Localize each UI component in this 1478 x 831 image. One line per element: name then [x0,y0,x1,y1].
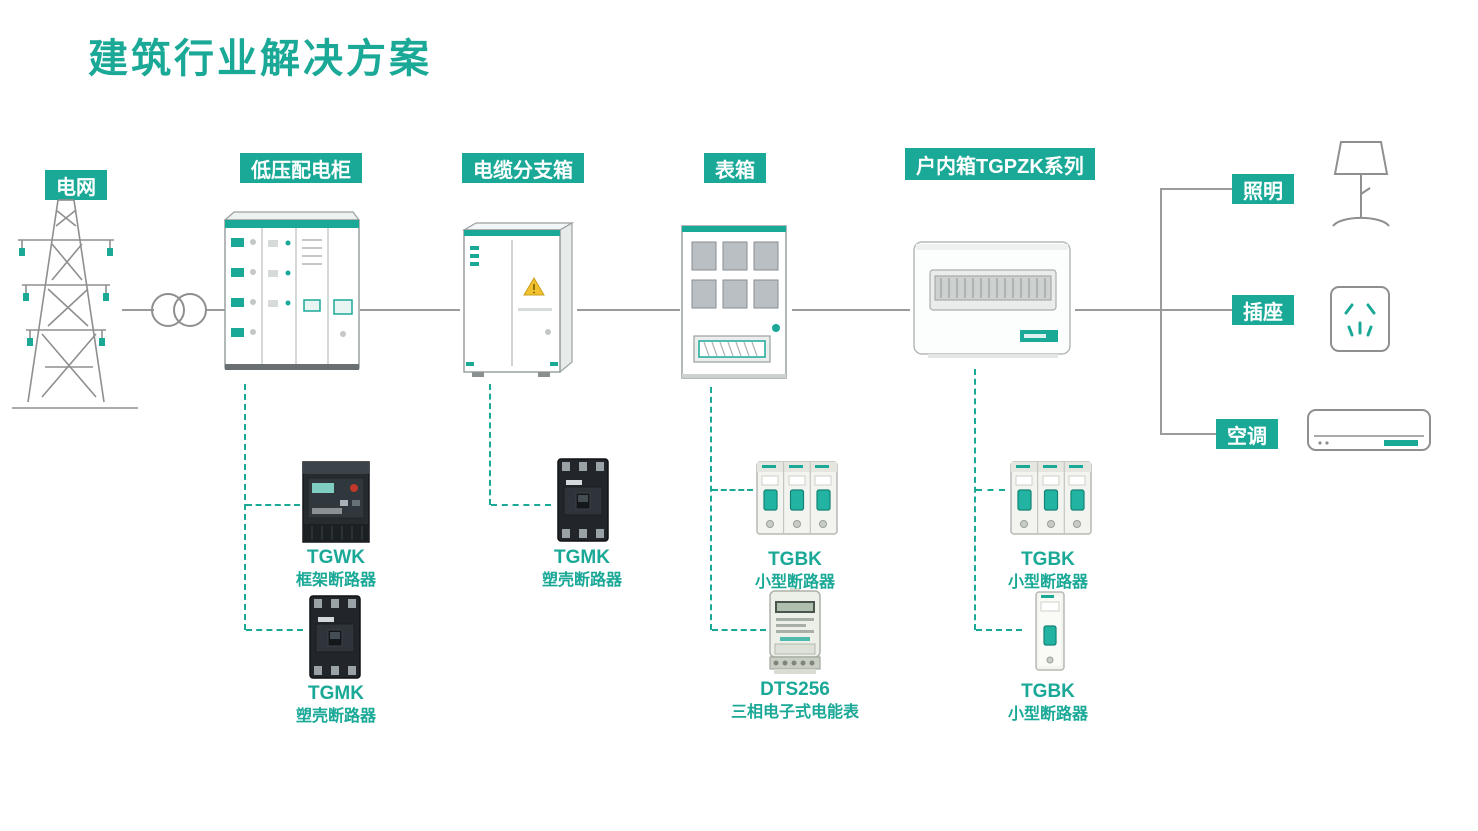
dashed-meterbox-products [710,387,712,630]
dashed-meterbox-mcb [712,489,753,491]
lighting-label: 照明 [1232,174,1294,204]
product-name: 小型断路器 [1007,574,1088,591]
cable-branch-box-label: 电缆分支箱 [462,153,584,183]
load-bus-line [1160,188,1162,434]
energy-meter-product-image [769,588,821,674]
dashed-branchbox-mccb [491,504,551,506]
connector-bus-lighting [1160,188,1232,190]
acb-product-image [302,461,370,543]
dashed-cabinet-mccb [246,629,303,631]
dashed-meterbox-meter [712,629,766,631]
product-name: 塑壳断路器 [541,572,622,589]
mcb-3pole-product-image [1010,461,1092,535]
dashed-indoorbox-products [974,369,976,630]
product-label-tgmk-2: TGMK 塑壳断路器 [512,546,652,592]
product-model: TGMK [308,683,364,704]
dashed-indoorbox-mcb1 [976,629,1022,631]
product-model: DTS256 [760,679,830,700]
product-model: TGBK [1021,681,1075,702]
product-model: TGBK [1021,549,1075,570]
product-name: 三相电子式电能表 [730,704,859,721]
product-model: TGWK [306,547,366,568]
lv-cabinet-illustration [223,211,361,370]
connector-cabinet-branchbox [360,309,460,311]
product-label-dts256: DTS256 三相电子式电能表 [715,678,875,724]
grid-label: 电网 [45,170,107,200]
socket-icon [1330,286,1390,352]
product-model: TGBK [768,549,822,570]
connector-indoorbox-bus [1075,309,1162,311]
product-model: TGMK [554,547,610,568]
indoor-box-illustration [913,241,1071,358]
connector-meterbox-indoorbox [792,309,910,311]
indoor-box-label: 户内箱TGPZK系列 [905,148,1095,180]
dashed-cabinet-products [244,384,246,630]
air-conditioner-label: 空调 [1216,419,1278,449]
meter-box-illustration [681,225,787,379]
product-name: 小型断路器 [754,574,835,591]
dashed-indoorbox-mcb3 [976,489,1005,491]
socket-label: 插座 [1232,295,1294,325]
transmission-tower-icon [12,199,138,409]
dashed-branchbox-products [489,384,491,505]
product-label-tgbk-3: TGBK 小型断路器 [978,680,1118,726]
product-label-tgmk-1: TGMK 塑壳断路器 [266,682,406,728]
product-label-tgbk-2: TGBK 小型断路器 [978,548,1118,594]
transformer-icon [151,293,207,327]
cable-branch-box-illustration [461,221,575,377]
connector-branchbox-meterbox [577,309,680,311]
meter-box-label: 表箱 [704,153,766,183]
page-title: 建筑行业解决方案 [88,37,432,81]
mcb-3pole-product-image [756,461,838,535]
lv-cabinet-label: 低压配电柜 [240,153,362,183]
product-name: 框架断路器 [295,572,376,589]
connector-bus-ac [1160,433,1216,435]
connector-grid-transformer [122,309,154,311]
lamp-icon [1332,141,1390,227]
mccb-product-image [309,595,361,679]
mccb-product-image [557,458,609,542]
air-conditioner-icon [1307,409,1431,451]
connector-transformer-cabinet [206,309,226,311]
mcb-1pole-product-image [1035,591,1065,671]
product-name: 小型断路器 [1007,706,1088,723]
product-name: 塑壳断路器 [295,708,376,725]
product-label-tgwk: TGWK 框架断路器 [266,546,406,592]
connector-bus-socket [1160,309,1232,311]
dashed-cabinet-acb [246,504,300,506]
product-label-tgbk-1: TGBK 小型断路器 [715,548,875,594]
